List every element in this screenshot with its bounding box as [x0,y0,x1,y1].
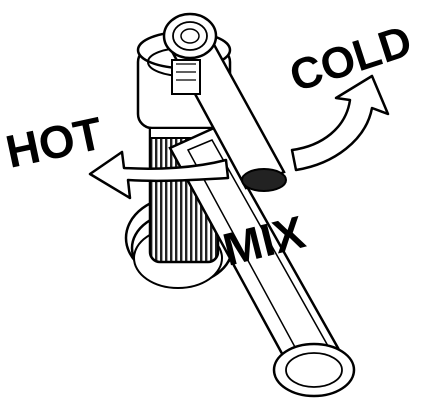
hot-label: HOT [1,107,107,178]
